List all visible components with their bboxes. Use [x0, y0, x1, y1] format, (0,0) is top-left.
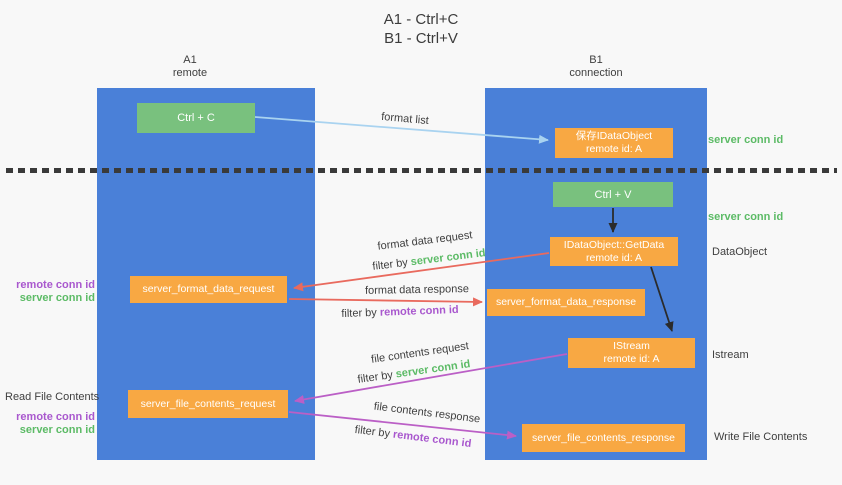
getdata-to-istream-arrow: [650, 266, 674, 332]
server-conn-id-label-mid: server conn id: [708, 211, 784, 223]
server-format-data-response-label: server_format_data_response: [495, 296, 637, 308]
diagram-title-line1: A1 - Ctrl+C: [383, 11, 459, 28]
diagram-title-line2: B1 - Ctrl+V: [384, 30, 458, 47]
column-a-header: A1 remote: [85, 54, 295, 79]
column-b-header: B1 connection: [485, 54, 707, 79]
save-idataobject-line2: remote id: A: [585, 143, 643, 155]
diagram-title: A1 - Ctrl+C B1 - Ctrl+V: [0, 10, 842, 48]
server-conn-id-label-left-1: server conn id: [19, 292, 95, 304]
istream-line1: IStream: [613, 340, 650, 352]
column-a-name: A1: [183, 54, 197, 66]
getdata-box: IDataObject::GetData remote id: A: [550, 237, 678, 266]
save-idataobject-line1: 保存IDataObject: [575, 130, 653, 142]
remote-conn-id-label-left-1: remote conn id: [16, 279, 95, 291]
separator-dotted-line: [6, 168, 837, 173]
server-format-data-response-box: server_format_data_response: [487, 289, 645, 316]
server-file-contents-request-label: server_file_contents_request: [140, 397, 276, 410]
format-list-arrow: [254, 116, 549, 144]
istream-box: IStream remote id: A: [568, 338, 695, 368]
save-idataobject-box: 保存IDataObject remote id: A: [555, 128, 673, 158]
getdata-line1: IDataObject::GetData: [563, 238, 665, 251]
server-file-contents-request-box: server_file_contents_request: [128, 390, 288, 418]
column-b-name: B1: [589, 54, 603, 66]
istream-label: Istream: [712, 349, 749, 361]
format-data-response-label: format data response: [364, 283, 470, 297]
server-format-data-request-box: server_format_data_request: [130, 276, 287, 303]
istream-line2: remote id: A: [603, 353, 660, 365]
file-contents-response-arrow: [288, 411, 517, 440]
column-b-role: connection: [569, 66, 623, 79]
ctrl-v-label: Ctrl + V: [594, 188, 632, 201]
write-file-contents-label: Write File Contents: [714, 431, 808, 443]
format-data-response-arrow: [288, 297, 483, 307]
getdata-line2: remote id: A: [585, 251, 643, 264]
read-file-contents-label: Read File Contents: [5, 391, 100, 403]
ctrl-c-label: Ctrl + C: [177, 112, 215, 124]
format-data-request-arrow: [293, 252, 550, 292]
server-format-data-request-label: server_format_data_request: [142, 283, 275, 295]
filter-by-text: filter by: [341, 306, 381, 321]
server-file-contents-response-box: server_file_contents_response: [522, 424, 685, 452]
server-file-contents-response-label: server_file_contents_response: [531, 431, 675, 444]
server-conn-id-label-left-2: server conn id: [19, 424, 95, 436]
column-a-role: remote: [172, 66, 208, 79]
dataobject-label: DataObject: [712, 246, 768, 258]
remote-conn-id-label-left-2: remote conn id: [16, 411, 95, 423]
left-conn-id-pair-top: remote conn id server conn id: [0, 279, 97, 305]
ctrl-v-box: Ctrl + V: [553, 182, 673, 207]
file-contents-request-arrow: [294, 353, 568, 404]
ctrl-c-box: Ctrl + C: [137, 103, 255, 133]
server-conn-id-label-top: server conn id: [708, 134, 784, 146]
left-conn-id-pair-bottom: remote conn id server conn id: [0, 411, 97, 437]
